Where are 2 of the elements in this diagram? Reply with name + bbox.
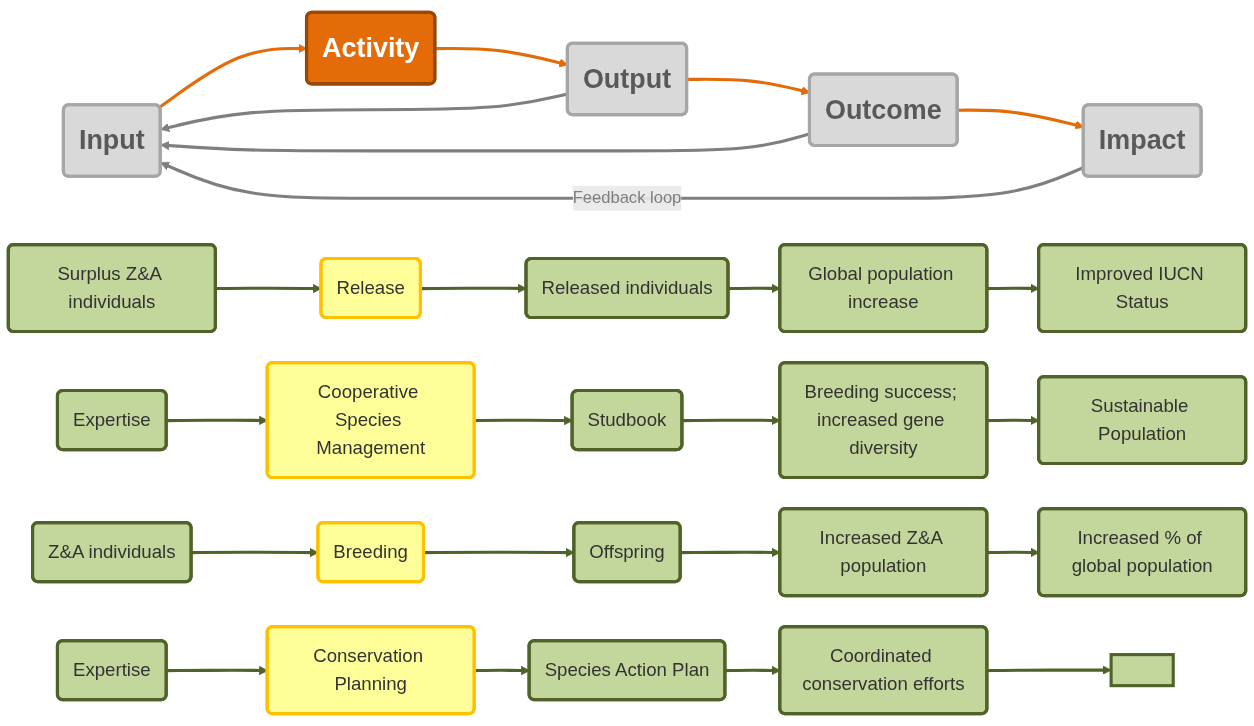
node-box xyxy=(1109,653,1175,688)
edge-label: Feedback loop xyxy=(572,188,682,207)
